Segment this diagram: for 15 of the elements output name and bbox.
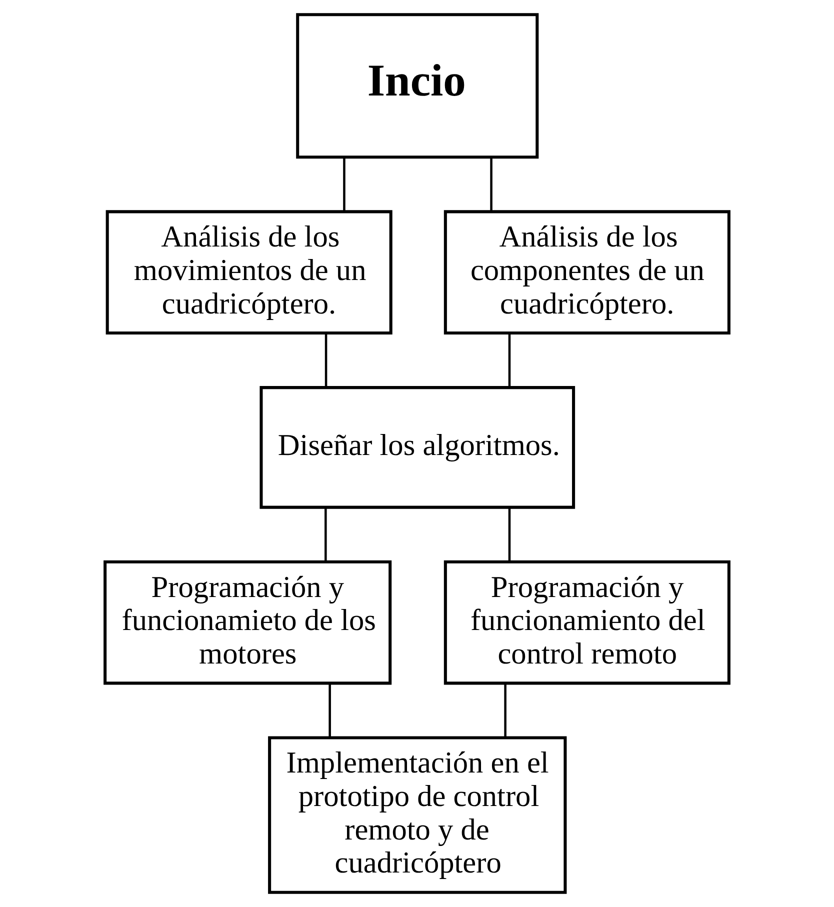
node-box: Análisis de los movimientos de un cuadricóptero. [106, 210, 392, 334]
node-box: Programación y funcionamieto de los motores [104, 560, 392, 685]
connector [490, 157, 492, 212]
connector [504, 683, 506, 738]
connector [328, 683, 331, 738]
node-box: Diseñar los algoritmos. [260, 386, 576, 509]
connector [508, 508, 511, 562]
node-box: Programación y funcionamiento del control remoto [444, 560, 730, 685]
connector [324, 333, 328, 388]
node-box: Incio [296, 13, 539, 159]
node-box: Análisis de los componentes de un cuadricóptero. [444, 210, 730, 334]
connector [324, 508, 327, 562]
connector [343, 157, 346, 212]
node-box: Implementación en el prototipo de control remoto y de cuadricóptero [268, 736, 567, 894]
connector [508, 333, 511, 388]
